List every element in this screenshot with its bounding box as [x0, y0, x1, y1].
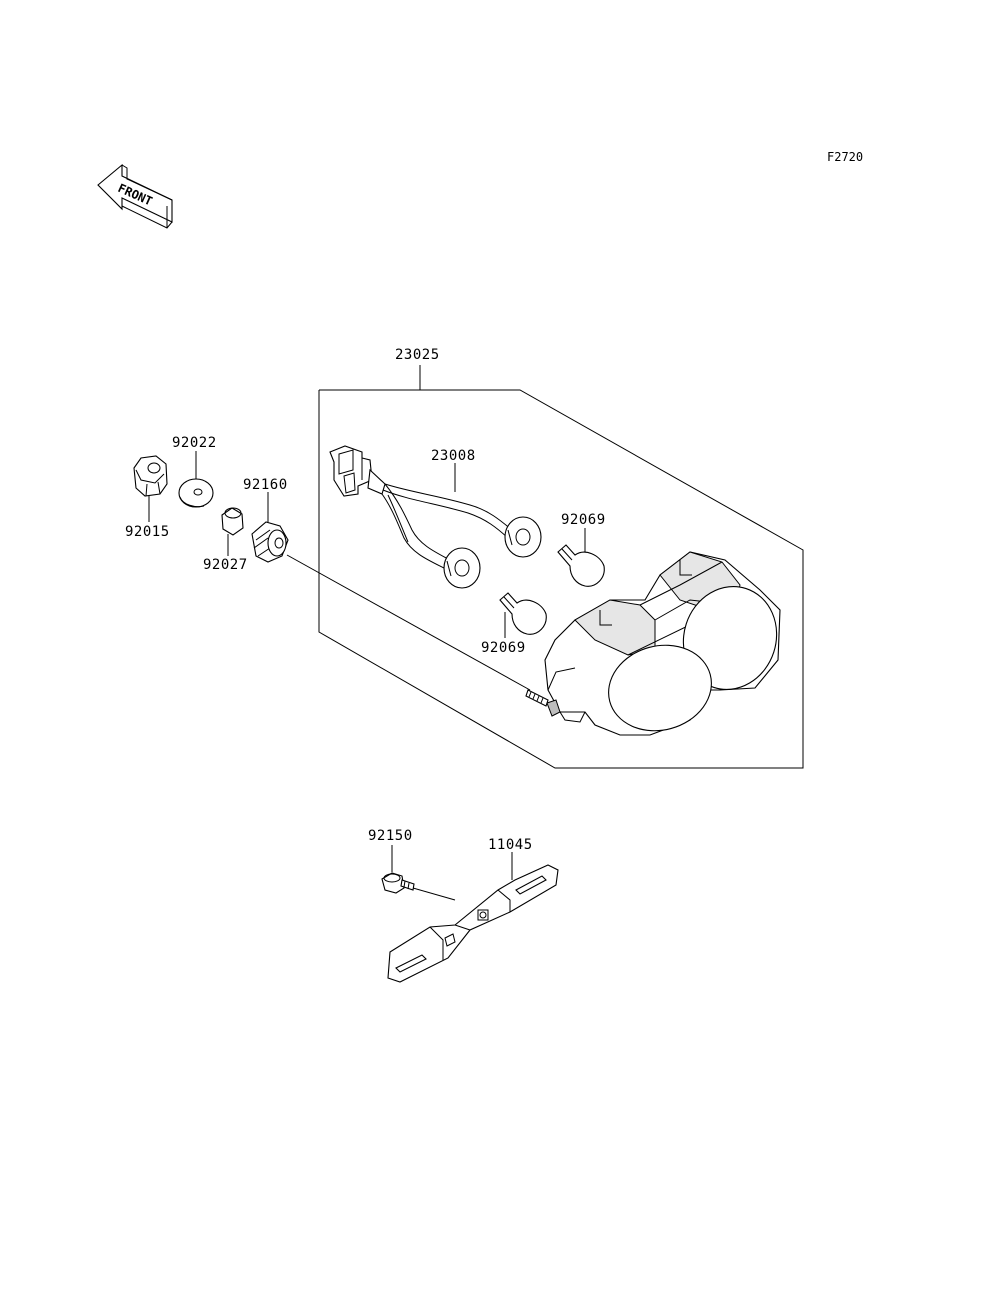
part-label-92160: 92160: [243, 477, 288, 493]
front-direction-arrow-icon: FRONT: [97, 163, 173, 229]
part-label-92015: 92015: [125, 524, 170, 540]
part-label-23008: 23008: [431, 448, 476, 464]
assembly-outline-23025: [318, 389, 804, 769]
bulb-92069-upper: [557, 544, 605, 587]
collar-92027: [221, 507, 244, 536]
bulb-92069-lower: [499, 592, 547, 635]
part-label-92069-upper: 92069: [561, 512, 606, 528]
part-label-92069-lower: 92069: [481, 640, 526, 656]
grommet-92160: [251, 521, 289, 563]
bolt-92150: [381, 872, 415, 894]
bracket-11045: [387, 864, 559, 983]
wiring-harness-23008: [329, 445, 542, 589]
leader-stud-line: [286, 554, 531, 691]
tail-light-housing: [544, 551, 781, 736]
washer-92022: [178, 478, 214, 508]
leader-bolt-line: [412, 887, 456, 901]
part-label-92022: 92022: [172, 435, 217, 451]
part-label-11045: 11045: [488, 837, 533, 853]
part-label-23025: 23025: [395, 347, 440, 363]
part-label-92027: 92027: [203, 557, 248, 573]
figure-code: F2720: [827, 150, 863, 164]
nut-92015: [133, 455, 168, 497]
part-label-92150: 92150: [368, 828, 413, 844]
mounting-stud: [525, 689, 549, 707]
